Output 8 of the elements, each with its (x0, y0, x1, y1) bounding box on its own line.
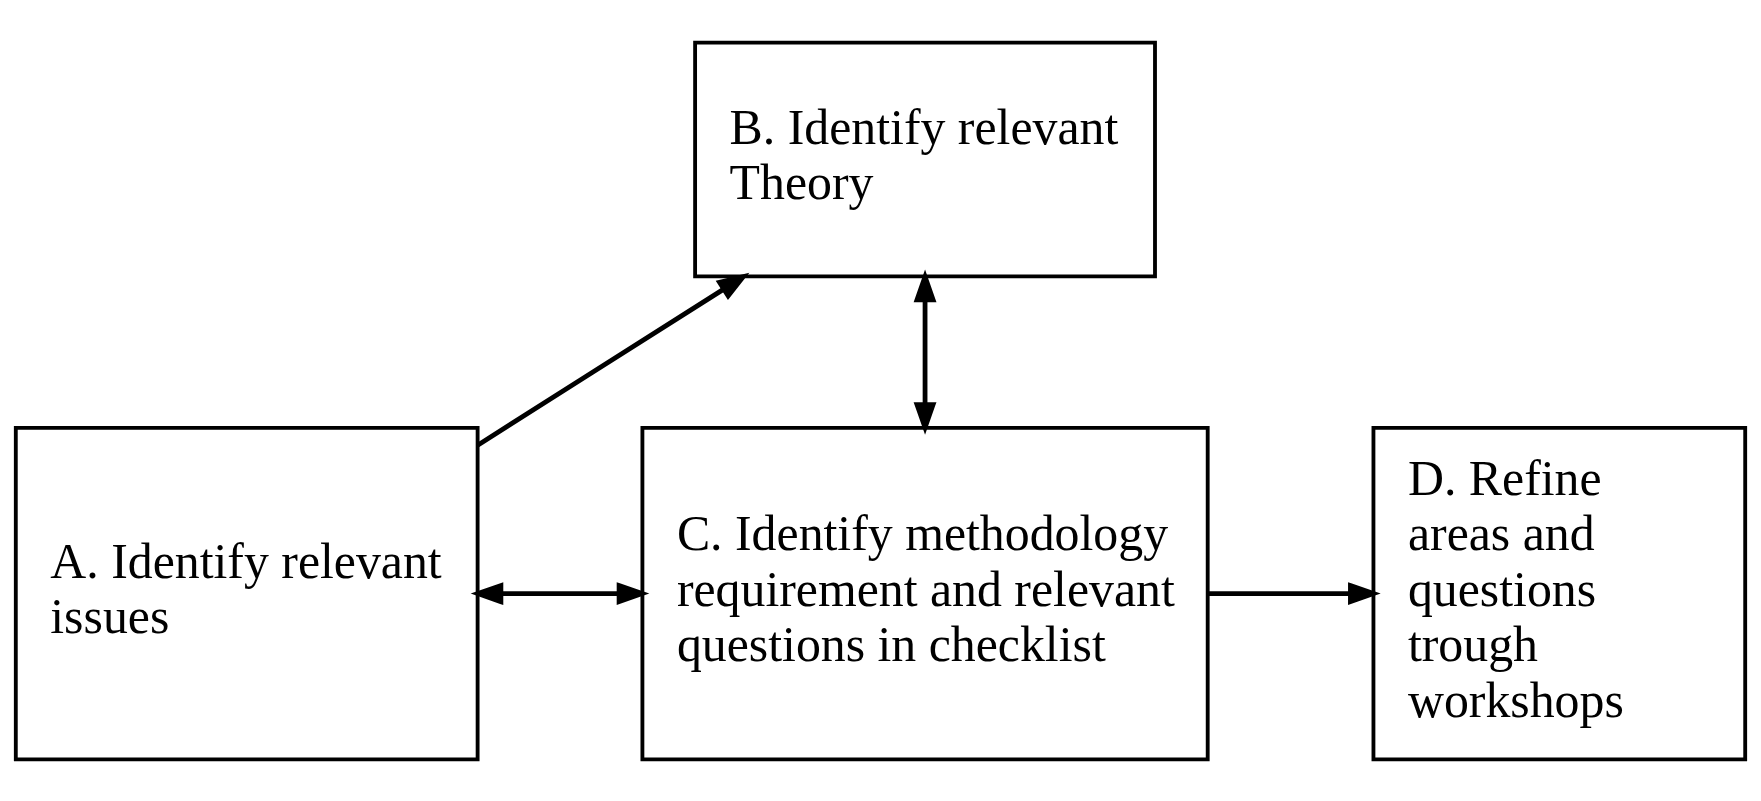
node-box: A. Identify relevant issues (13, 425, 480, 761)
arrow (470, 581, 650, 605)
node-box: D. Refine areas and questions trough workshops (1371, 425, 1748, 761)
node-box: B. Identify relevant Theory (693, 40, 1157, 278)
node-box: C. Identify methodology requirement and relevant questions in checklist (640, 425, 1210, 761)
arrow (913, 269, 937, 435)
arrow (1208, 581, 1381, 605)
arrow (476, 272, 750, 447)
